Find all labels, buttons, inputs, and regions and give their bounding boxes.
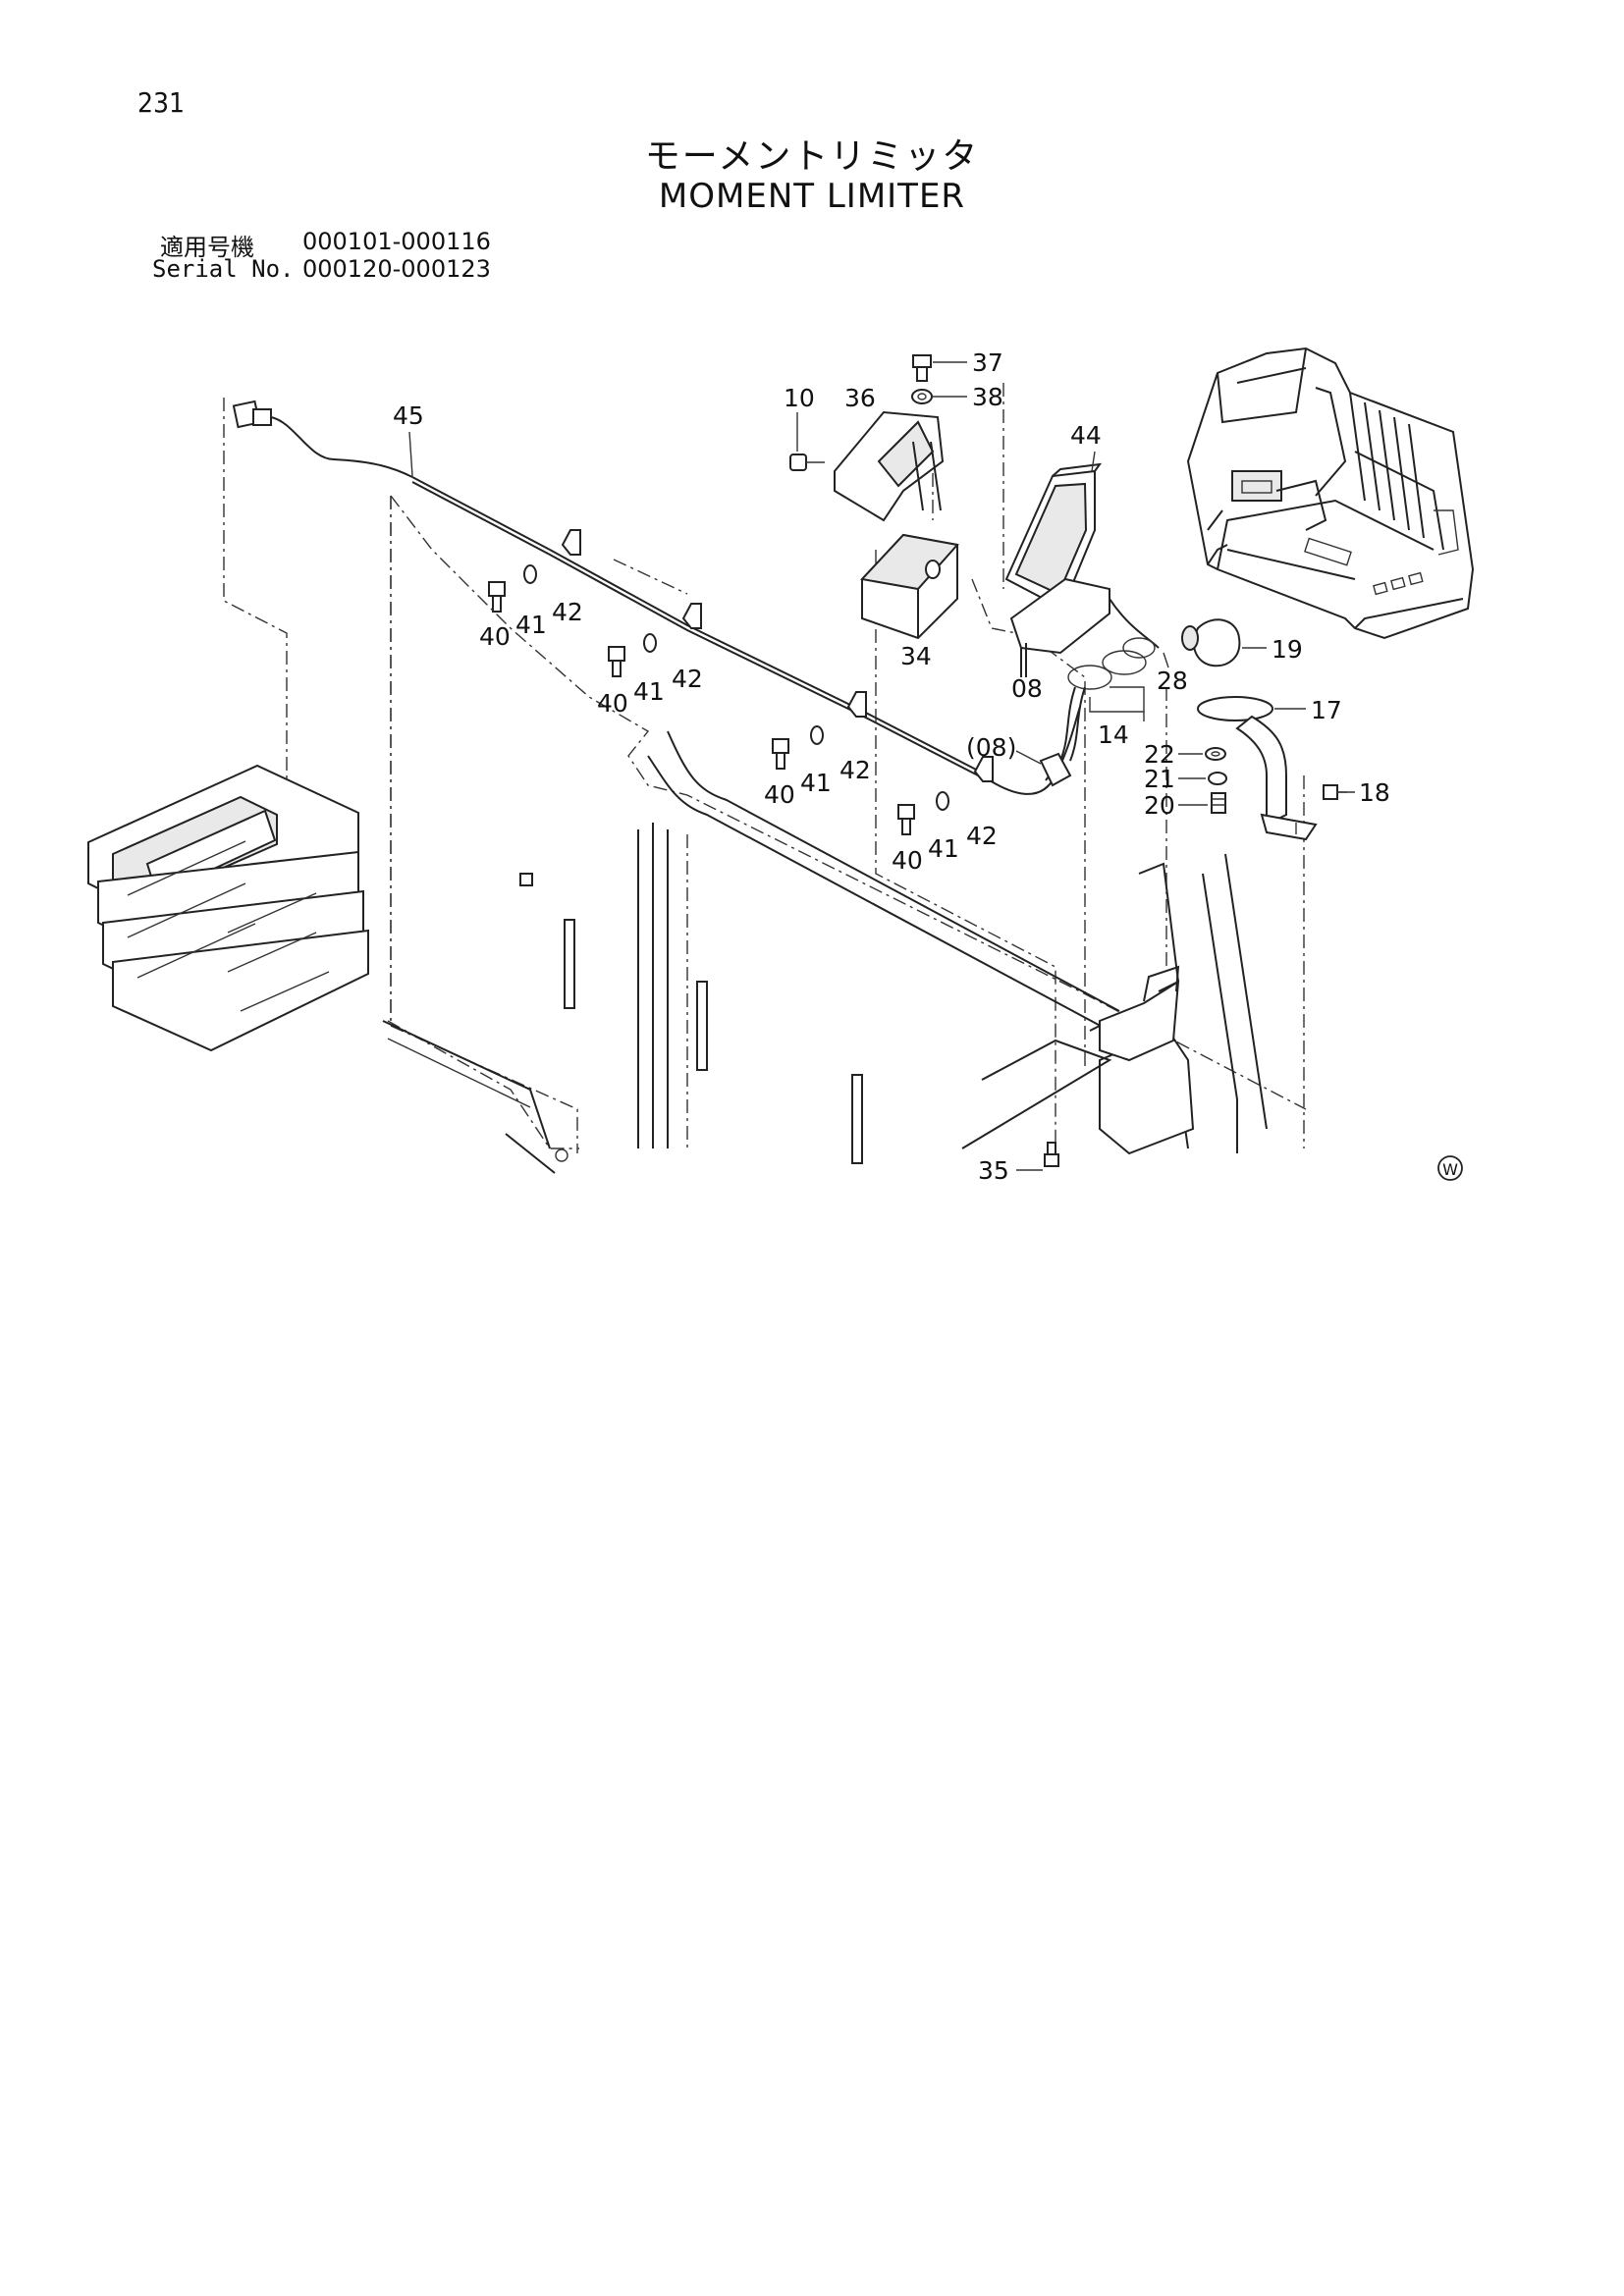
circled-w-mark: W	[1437, 1155, 1463, 1181]
bolts-and-washers	[488, 564, 949, 835]
callout-41-a: 41	[515, 611, 547, 639]
cab-inset-view	[1186, 347, 1475, 640]
bolt-35	[1044, 1142, 1059, 1167]
callout-40-b: 40	[597, 689, 628, 718]
callout-36: 36	[844, 384, 876, 412]
callout-20: 20	[1144, 791, 1175, 820]
callout-42-b: 42	[672, 665, 703, 693]
callout-10: 10	[784, 384, 815, 412]
callout-42-a: 42	[552, 598, 583, 626]
cab-pillars	[519, 823, 863, 1164]
callout-21: 21	[1144, 765, 1175, 793]
bracket-36	[789, 410, 945, 522]
callout-40-a: 40	[479, 622, 511, 651]
callout-labels: 45 10 36 37 38 44 40 41 42 40 41 42 40 4…	[393, 348, 1390, 1185]
callout-41-d: 41	[928, 834, 959, 863]
mark-letter: W	[1442, 1160, 1458, 1179]
callout-45: 45	[393, 401, 424, 430]
callout-40-c: 40	[764, 780, 795, 809]
controller-units	[87, 764, 369, 1052]
callout-22: 22	[1144, 740, 1175, 769]
callout-42-c: 42	[839, 756, 871, 784]
callout-41-b: 41	[633, 677, 665, 706]
callout-17: 17	[1311, 696, 1342, 724]
callout-40-d: 40	[892, 846, 923, 875]
callout-37: 37	[972, 348, 1003, 377]
cab-frame-outline	[387, 495, 1307, 1149]
callout-18: 18	[1359, 778, 1390, 807]
bracket-34	[860, 533, 959, 640]
holder-08	[1009, 577, 1110, 677]
serial-range-japanese: 000101-000116	[302, 228, 491, 255]
serial-range-english: 000120-000123	[302, 255, 491, 283]
buzzer-19	[1181, 618, 1241, 667]
console-base	[961, 853, 1268, 1155]
harness-clamps	[561, 529, 994, 782]
hardware-20-21-22-18	[1205, 747, 1347, 814]
bolt-37-washer-38	[911, 354, 933, 404]
callout-28: 28	[1157, 667, 1188, 695]
callout-19: 19	[1272, 635, 1303, 664]
title-english: MOMENT LIMITER	[658, 177, 966, 216]
page-number: 231	[137, 86, 186, 119]
cab-floor	[382, 1020, 568, 1174]
callout-08: 08	[1011, 674, 1043, 703]
wire-harness	[232, 400, 1081, 795]
cable-bundle-14	[1039, 598, 1160, 787]
callout-42-d: 42	[966, 822, 998, 850]
callout-38: 38	[972, 383, 1003, 411]
serial-label-japanese: 適用号機	[160, 234, 254, 261]
stay-17	[1197, 696, 1318, 841]
callout-08-ref: (08)	[966, 733, 1016, 762]
callout-34: 34	[900, 642, 932, 670]
callout-14: 14	[1098, 721, 1129, 749]
callout-35: 35	[978, 1156, 1009, 1185]
callout-44: 44	[1070, 421, 1102, 450]
callout-leaders	[408, 361, 1355, 1171]
callout-41-c: 41	[800, 769, 832, 797]
serial-label-english: Serial No.	[152, 255, 295, 283]
title-japanese: モーメントリミッタ	[644, 136, 980, 177]
